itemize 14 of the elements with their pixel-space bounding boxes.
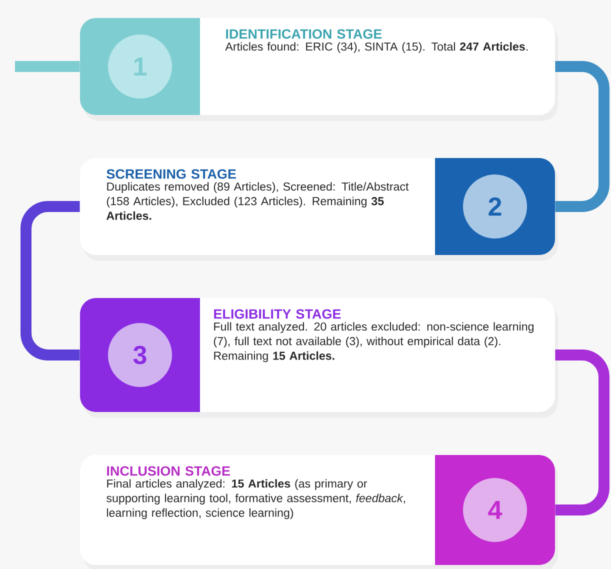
stage-heading: IDENTIFICATION STAGE — [226, 29, 382, 39]
stage-card — [80, 455, 558, 569]
stage-card — [80, 158, 558, 261]
stage-description: Duplicates removed (89 Articles), Screened: Title/Abstract (158 Articles), Excluded (123 Articles). Remaining 35 Articles. — [106, 182, 409, 220]
stage-heading: ELIGIBILITY STAGE — [214, 309, 341, 319]
stage-heading: SCREENING STAGE — [106, 169, 236, 179]
connector-line — [20, 201, 80, 360]
stage-description: Full text analyzed. 20 articles excluded: non-science learning (7), full text not available (3), without empirical data (2). Remaining 15 Articles. — [214, 322, 534, 362]
stage-description: Articles found: ERIC (34), SINTA (15). Total 247 Articles. — [225, 42, 528, 53]
connector-line — [15, 61, 80, 72]
stage-description: Final articles analyzed: 15 Articles (as primary or supporting learning tool, formative assessment, feedback, learning reflection, science learning) — [106, 479, 405, 520]
stage-heading: INCLUSION STAGE — [107, 466, 230, 476]
stage-card — [80, 18, 558, 121]
stage-card — [80, 298, 558, 418]
